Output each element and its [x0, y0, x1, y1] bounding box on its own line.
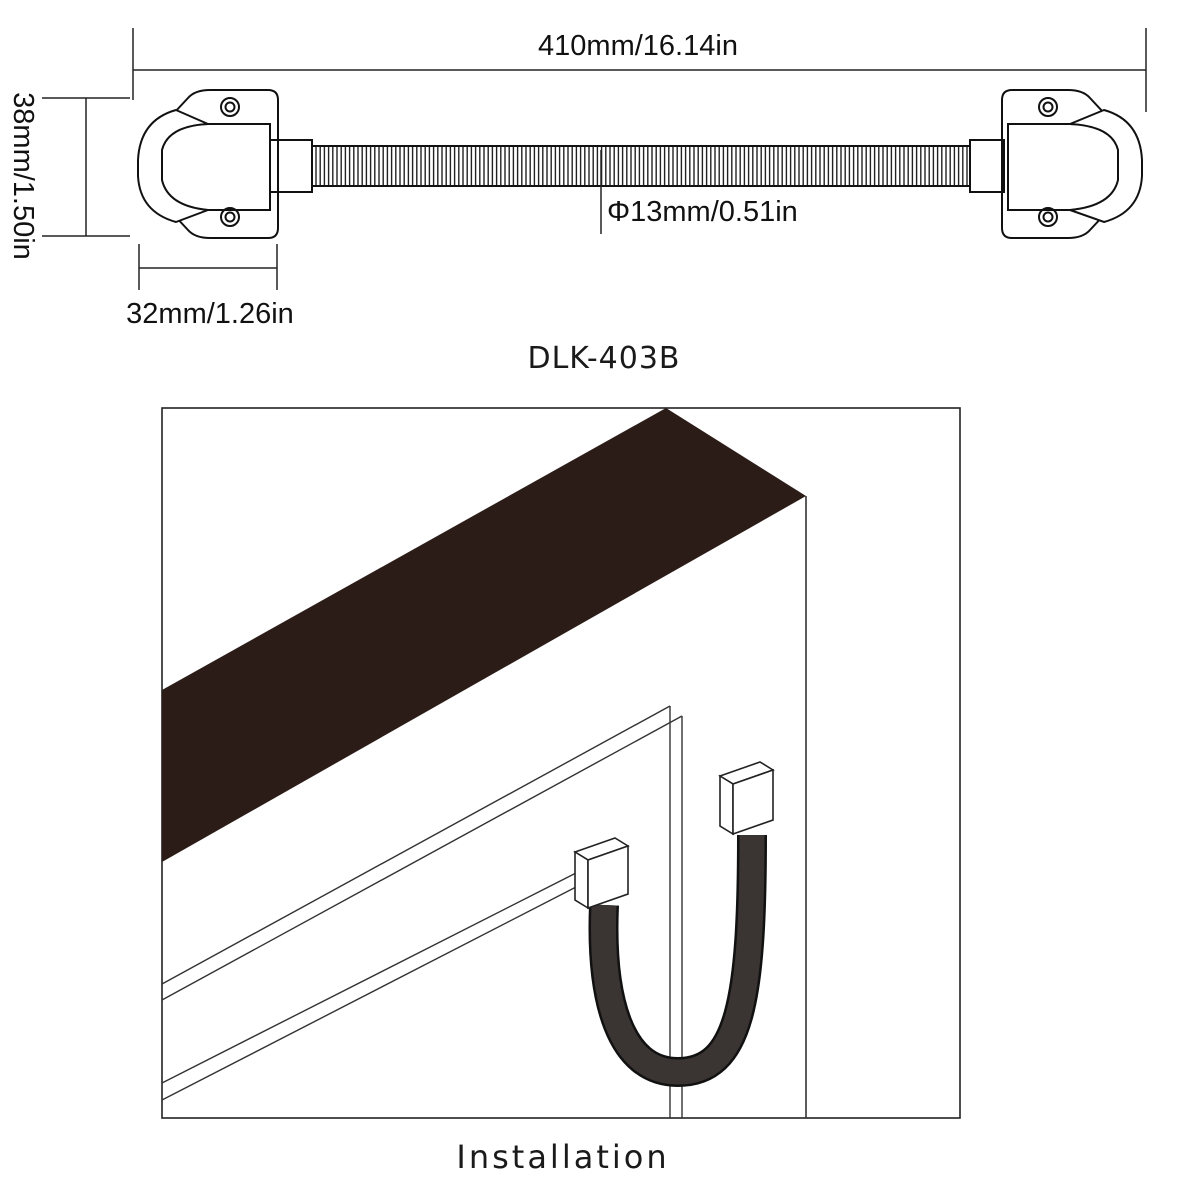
right-end-cap: [969, 89, 1143, 239]
frame-side-connector: [718, 761, 775, 836]
screw-hole-icon: [220, 207, 240, 227]
diameter-label: Φ13mm/0.51in: [607, 196, 798, 228]
door-panel: [161, 705, 683, 1118]
cable-loop: [591, 834, 765, 1085]
screw-hole-icon: [220, 97, 240, 117]
width-label: 32mm/1.26in: [126, 298, 294, 330]
armored-hose: [311, 145, 971, 187]
door-frame-beam: [162, 408, 806, 862]
screw-hole-icon: [1038, 207, 1058, 227]
model-caption: DLK-403B: [527, 341, 680, 376]
left-end-cap: [137, 89, 313, 239]
screw-hole-icon: [1038, 97, 1058, 117]
installation-illustration: Installation: [161, 407, 961, 1176]
height-label: 38mm/1.50in: [7, 92, 39, 260]
length-label: 410mm/16.14in: [538, 30, 738, 62]
door-side-connector: [573, 837, 630, 910]
installation-caption: Installation: [456, 1138, 669, 1176]
dimension-drawing: 410mm/16.14in 38mm/1.50in 32mm/1.26in: [7, 28, 1147, 376]
